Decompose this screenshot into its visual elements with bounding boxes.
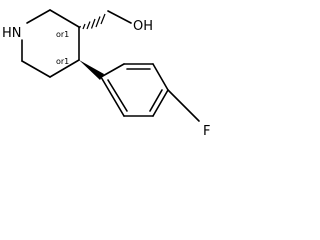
bond-ar4-f	[167, 89, 200, 122]
bond-c5-c6	[21, 60, 51, 78]
double-bond-ar6-ar1	[107, 79, 128, 112]
double-bond-ar4-ar5	[149, 89, 163, 112]
stereo-label-c4: or1	[56, 57, 69, 66]
nitrogen-label: HN	[2, 26, 22, 41]
hydroxyl-label: OH	[133, 19, 153, 34]
bond-ch2-o	[107, 10, 132, 24]
fluorine-label: F	[203, 124, 210, 139]
bond-ar4-ar5	[152, 89, 169, 117]
hashed-bond-c3-ch2	[78, 13, 106, 30]
bond-ar1-ar2	[100, 63, 125, 78]
molecule-structure: HN OH F or1 or1	[2, 9, 210, 139]
bond-c2-c3	[49, 9, 80, 28]
bond-ar6-ar1	[100, 76, 125, 117]
stereo-label-c3: or1	[56, 30, 69, 39]
bond-n1-c2	[26, 9, 51, 24]
bond-c4-c5	[49, 59, 80, 78]
wedge-bond-c4-aryl	[79, 60, 104, 80]
bond-ar3-ar4	[152, 63, 169, 91]
